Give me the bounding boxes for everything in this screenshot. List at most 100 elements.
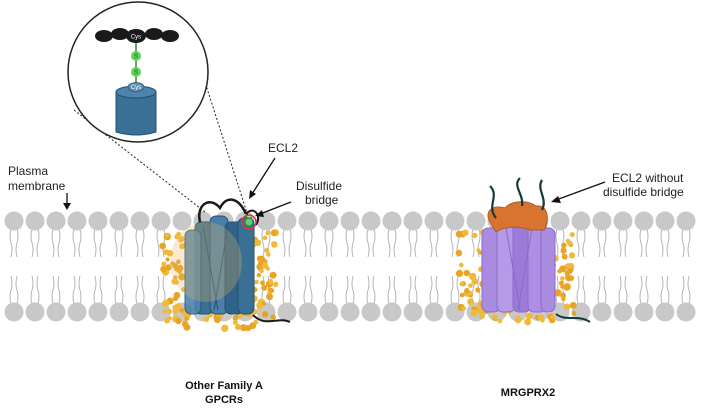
cholesterol-dot	[165, 264, 172, 271]
lipid-head	[67, 211, 87, 231]
ecl2-without-label-2: disulfide bridge	[603, 185, 684, 199]
lipid-head	[403, 211, 423, 231]
lipid-head	[151, 211, 171, 231]
lipid-tail	[30, 228, 40, 258]
lipid-head	[88, 211, 108, 231]
cholesterol-dot	[559, 265, 567, 273]
cholesterol-dot	[463, 269, 470, 277]
lipid-head	[340, 211, 360, 231]
helix-cylinder	[115, 91, 157, 136]
cholesterol-dot	[561, 242, 567, 249]
lipid-tail	[366, 275, 376, 305]
cholesterol-dot	[569, 301, 577, 309]
cys-residue-top	[126, 29, 146, 43]
lipid-head	[109, 211, 129, 231]
lipid-head	[340, 302, 360, 322]
lipid-tail	[387, 228, 397, 258]
plasma-membrane-label-2: membrane	[8, 179, 66, 193]
cholesterol-dot	[564, 263, 572, 270]
cholesterol-dot	[269, 271, 277, 279]
lipid-tail	[450, 275, 460, 305]
lipid-head	[130, 302, 150, 322]
sulfur-1-label: S	[134, 54, 138, 60]
cholesterol-cluster-left	[159, 229, 279, 332]
cys-top-label: Cys	[131, 35, 141, 41]
cholesterol-dot	[560, 292, 567, 299]
cholesterol-dot	[221, 324, 229, 332]
lipid-tail	[303, 275, 313, 305]
cholesterol-dot	[161, 261, 167, 267]
family-a-gpcr	[159, 198, 291, 332]
cholesterol-dot	[472, 232, 478, 239]
cholesterol-dot	[175, 267, 180, 273]
plasma-membrane	[4, 211, 696, 322]
lipid-head	[571, 302, 591, 322]
cholesterol-dot	[563, 283, 571, 291]
ecl2-without-label: ECL2 without	[612, 171, 684, 185]
cholesterol-dot	[514, 316, 522, 324]
cholesterol-dot	[265, 230, 271, 236]
cholesterol-dot	[538, 314, 545, 321]
lipid-head	[46, 211, 66, 231]
lipid-tail	[282, 275, 292, 305]
lipid-head	[4, 302, 24, 322]
cholesterol-dot	[254, 279, 259, 285]
cholesterol-dot	[232, 320, 238, 325]
lipid-tail	[324, 275, 334, 305]
cholesterol-dot	[564, 270, 570, 276]
cholesterol-dot	[238, 313, 244, 319]
cholesterol-dot	[497, 318, 503, 324]
lipid-head	[613, 302, 633, 322]
lipid-head	[361, 302, 381, 322]
cholesterol-dot	[269, 288, 275, 294]
lipid-tail	[51, 228, 61, 258]
lipid-head	[46, 302, 66, 322]
cholesterol-dot	[256, 302, 264, 310]
lipid-tail	[618, 275, 628, 305]
cholesterol-dot	[171, 278, 178, 285]
cholesterol-dot	[568, 275, 575, 282]
cholesterol-dot	[162, 299, 170, 307]
cholesterol-dot	[464, 288, 470, 294]
lipid-head	[592, 211, 612, 231]
cholesterol-dot	[569, 232, 575, 238]
lipid-tail	[324, 228, 334, 258]
lipid-tail	[576, 275, 586, 305]
cholesterol-dot	[261, 262, 269, 269]
cholesterol-dot	[459, 262, 464, 268]
cholesterol-dot	[560, 276, 565, 281]
lipid-head	[424, 211, 444, 231]
cholesterol-dot	[525, 312, 533, 320]
cholesterol-dot	[476, 248, 481, 253]
lipid-tail	[429, 228, 439, 258]
cholesterol-dot	[166, 308, 172, 315]
lipid-head	[403, 302, 423, 322]
cholesterol-dot	[172, 262, 179, 269]
cholesterol-dot	[563, 303, 571, 311]
cholesterol-dot	[168, 316, 172, 321]
lipid-tail	[72, 228, 82, 258]
lipid-tail	[639, 275, 649, 305]
lipid-head	[655, 302, 675, 322]
cholesterol-dot	[270, 229, 278, 237]
mrgprx2-label: MRGPRX2	[501, 387, 555, 399]
lipid-head	[655, 211, 675, 231]
ecl2-label: ECL2	[268, 141, 298, 155]
plasma-membrane-label: Plasma	[8, 164, 48, 178]
cholesterol-dot	[468, 290, 474, 296]
lipid-tail	[366, 228, 376, 258]
cholesterol-dot	[455, 230, 463, 238]
cholesterol-dot	[524, 318, 532, 326]
cholesterol-dot	[475, 287, 481, 293]
cholesterol-dot	[264, 247, 270, 253]
lipid-tail	[114, 275, 124, 305]
lipid-head	[571, 211, 591, 231]
cholesterol-dot	[249, 322, 257, 330]
cys-residue-bottom	[127, 82, 145, 92]
lipid-tail	[282, 228, 292, 258]
cholesterol-dot	[267, 278, 274, 284]
mrgprx2-receptor	[455, 177, 591, 326]
cholesterol-dot	[166, 250, 174, 257]
cholesterol-dot	[468, 283, 473, 288]
cholesterol-dot	[262, 235, 268, 241]
